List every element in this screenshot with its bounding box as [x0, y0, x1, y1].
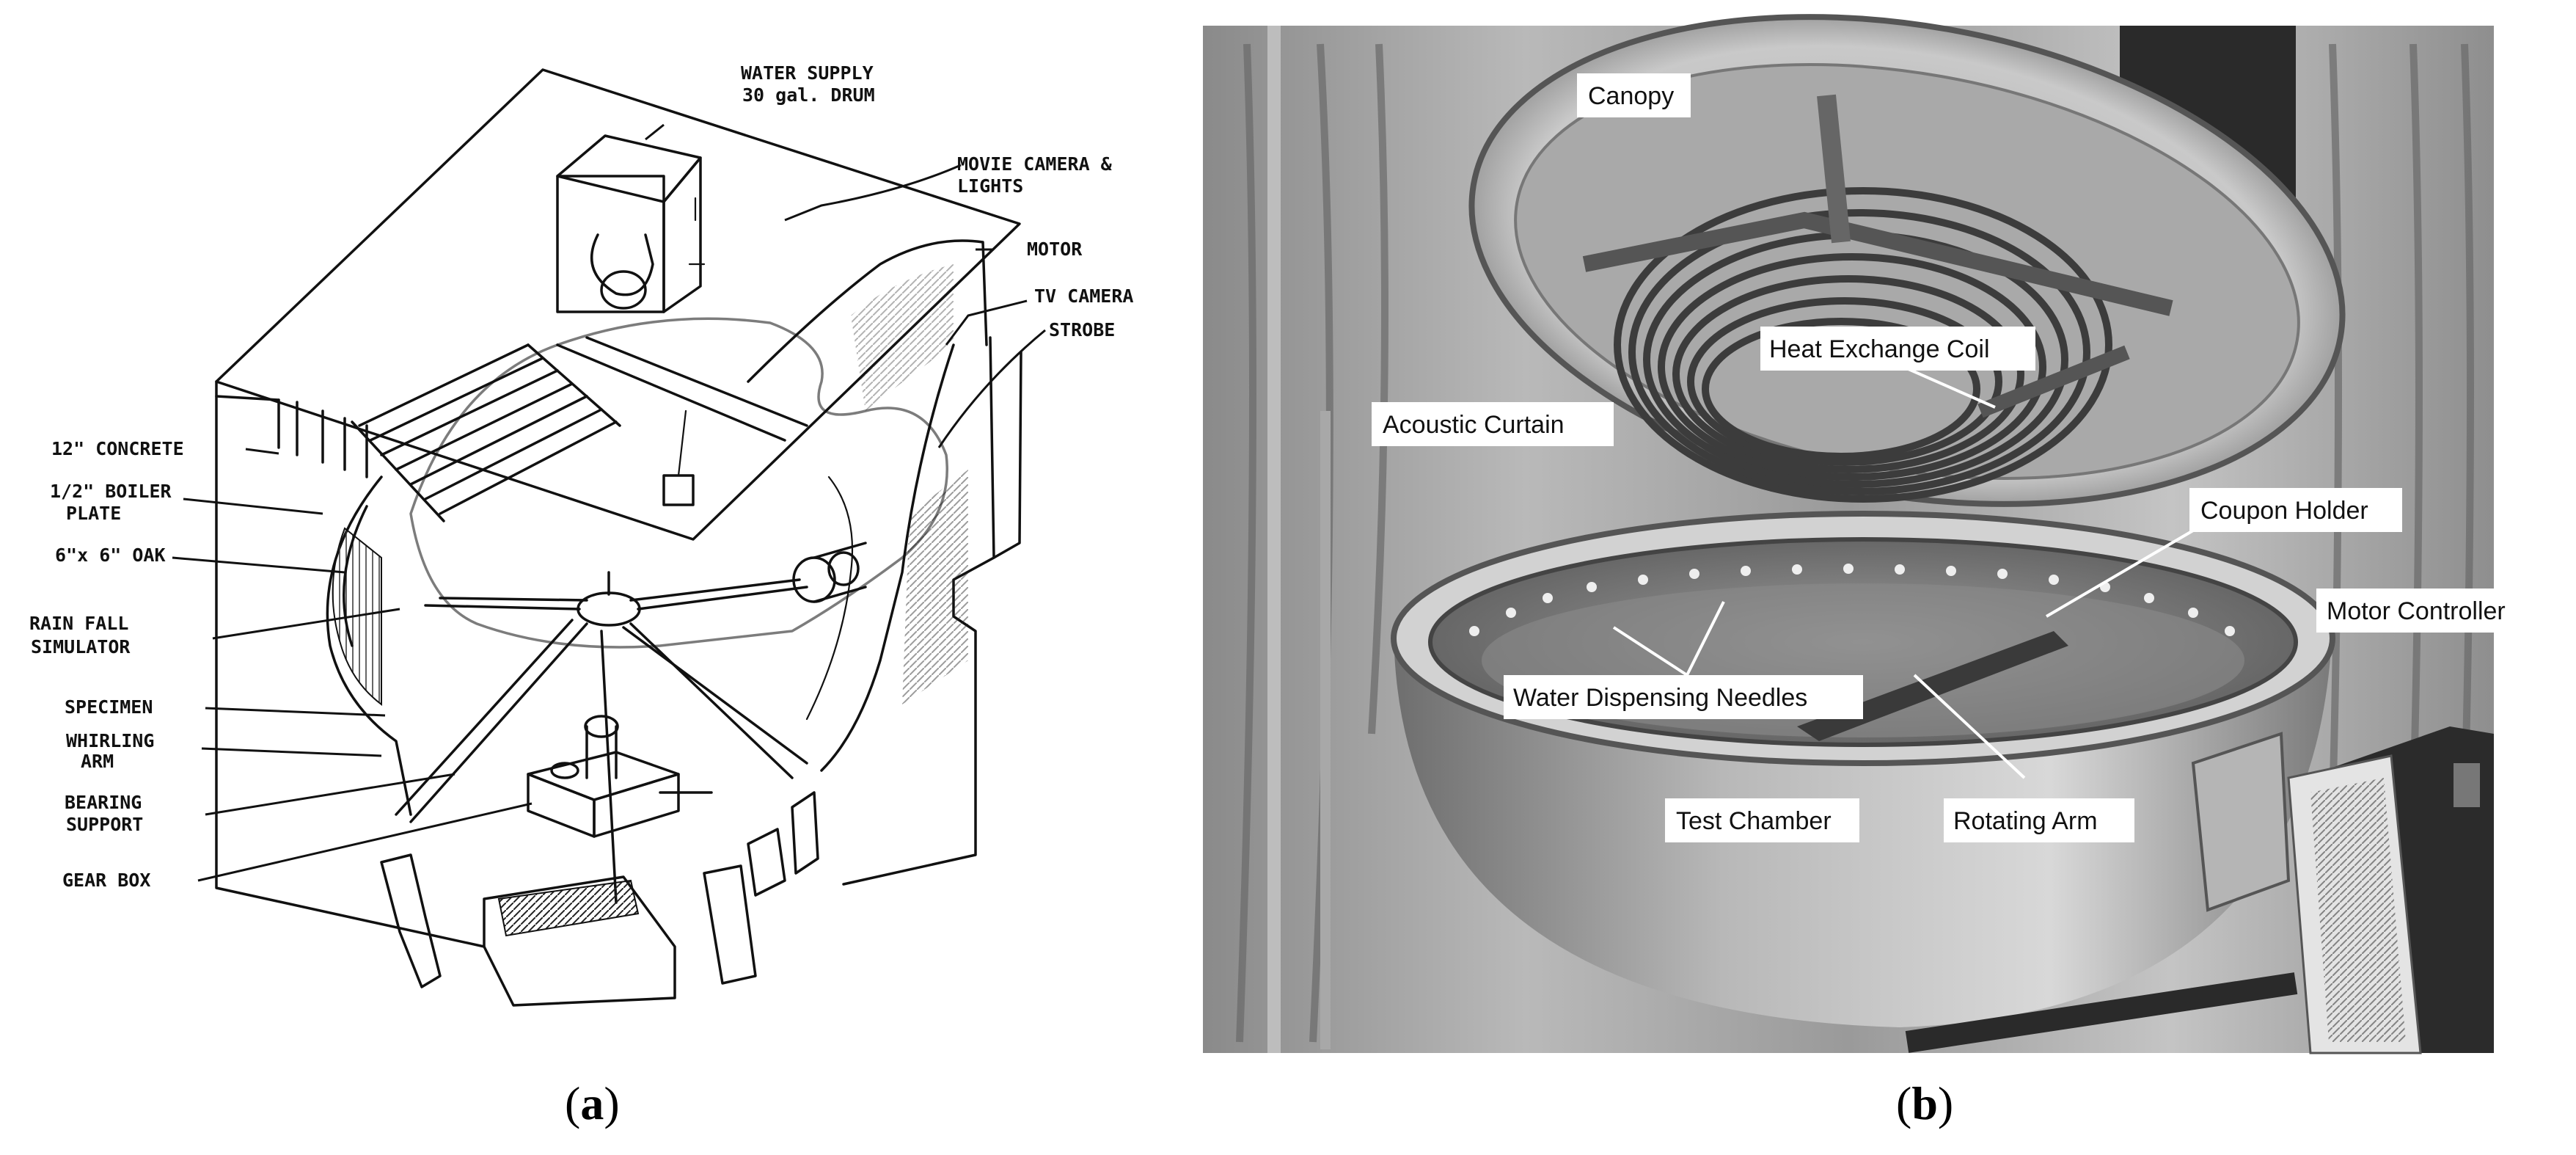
- label-heat-exchange-coil: Heat Exchange Coil: [1769, 335, 1990, 363]
- label-oak: 6"x 6" OAK: [55, 544, 166, 566]
- strobe-cable: [805, 476, 854, 721]
- whirling-arm: [424, 542, 867, 627]
- sketch-labels: WATER SUPPLY 30 gal. DRUM MOVIE CAMERA &…: [29, 62, 1133, 891]
- label-box-canopy: [1577, 73, 1691, 117]
- mount-bracket: [2191, 732, 2291, 912]
- gear-box: [527, 751, 713, 838]
- label-movie-camera-2: LIGHTS: [957, 175, 1023, 197]
- label-concrete: 12" CONCRETE: [51, 438, 184, 459]
- rain-bars: [351, 336, 808, 522]
- roof-slab: [215, 68, 1021, 541]
- photo-labels: Canopy Heat Exchange Coil Acoustic Curta…: [1372, 73, 2529, 842]
- drive-rod: [1905, 972, 2298, 1053]
- water-supply-drum: [556, 134, 706, 313]
- cutaway-wall: [326, 239, 988, 816]
- label-box-rotating-arm: [1944, 798, 2134, 842]
- roof-supports: [277, 398, 368, 478]
- callout-lines: [1612, 365, 2195, 779]
- panel-b-photo: Canopy Heat Exchange Coil Acoustic Curta…: [1203, 14, 2529, 1129]
- caption-b: (b): [1896, 1077, 1953, 1129]
- label-rainfall-1: RAIN FALL: [29, 613, 128, 634]
- bearing-support: [395, 619, 808, 904]
- label-water-supply-2: 30 gal. DRUM: [742, 84, 875, 106]
- label-motor-controller: Motor Controller: [2327, 597, 2506, 625]
- label-coupon-holder: Coupon Holder: [2200, 497, 2368, 525]
- label-box-coupon-holder: [2189, 488, 2402, 532]
- label-acoustic-curtain: Acoustic Curtain: [1383, 411, 1565, 439]
- label-strobe: STROBE: [1049, 319, 1115, 340]
- label-box-motor-controller: [2316, 589, 2529, 633]
- caption-b-letter: b: [1911, 1077, 1938, 1129]
- base-blocks: [380, 791, 819, 1007]
- label-box-heat-exchange-coil: [1760, 327, 2035, 371]
- caption-a: (a): [565, 1077, 620, 1129]
- label-tv-camera: TV CAMERA: [1034, 285, 1133, 307]
- caption-a-letter: a: [580, 1077, 604, 1129]
- label-movie-camera-1: MOVIE CAMERA &: [957, 153, 1113, 175]
- label-bearing-1: BEARING: [65, 792, 142, 813]
- label-rotating-arm: Rotating Arm: [1953, 807, 2098, 835]
- label-test-chamber: Test Chamber: [1676, 807, 1832, 835]
- label-boiler-1: 1/2" BOILER: [50, 481, 172, 502]
- label-box-water-dispensing-needles: [1504, 675, 1863, 719]
- label-bearing-2: SUPPORT: [66, 814, 143, 835]
- leader-lines: [172, 123, 1046, 882]
- camera-mount: [677, 409, 687, 477]
- rotating-arm-photo: [1797, 631, 2068, 741]
- heat-exchange-coil: [1582, 94, 2173, 503]
- frame-pole-2: [1320, 411, 1331, 1049]
- label-boiler-2: PLATE: [66, 503, 121, 524]
- label-whirling-2: ARM: [81, 751, 114, 772]
- chamber-interior: [409, 317, 948, 649]
- label-gear-box: GEAR BOX: [62, 870, 150, 891]
- label-canopy: Canopy: [1588, 82, 1674, 110]
- movie-camera: [662, 474, 695, 506]
- building-walls: [215, 336, 1022, 948]
- label-rainfall-2: SIMULATOR: [31, 636, 131, 657]
- label-water-dispensing-needles: Water Dispensing Needles: [1513, 684, 1807, 712]
- label-water-supply-1: WATER SUPPLY: [741, 62, 874, 84]
- panel-a-sketch: WATER SUPPLY 30 gal. DRUM MOVIE CAMERA &…: [29, 62, 1133, 1129]
- motor-controller: [2287, 726, 2494, 1054]
- label-box-acoustic-curtain: [1372, 402, 1614, 446]
- frame-pole: [1267, 26, 1281, 1053]
- label-whirling-1: WHIRLING: [66, 730, 154, 751]
- needles-ring: [1469, 564, 2235, 636]
- label-motor: MOTOR: [1027, 238, 1083, 260]
- label-specimen: SPECIMEN: [65, 696, 153, 718]
- label-box-test-chamber: [1665, 798, 1859, 842]
